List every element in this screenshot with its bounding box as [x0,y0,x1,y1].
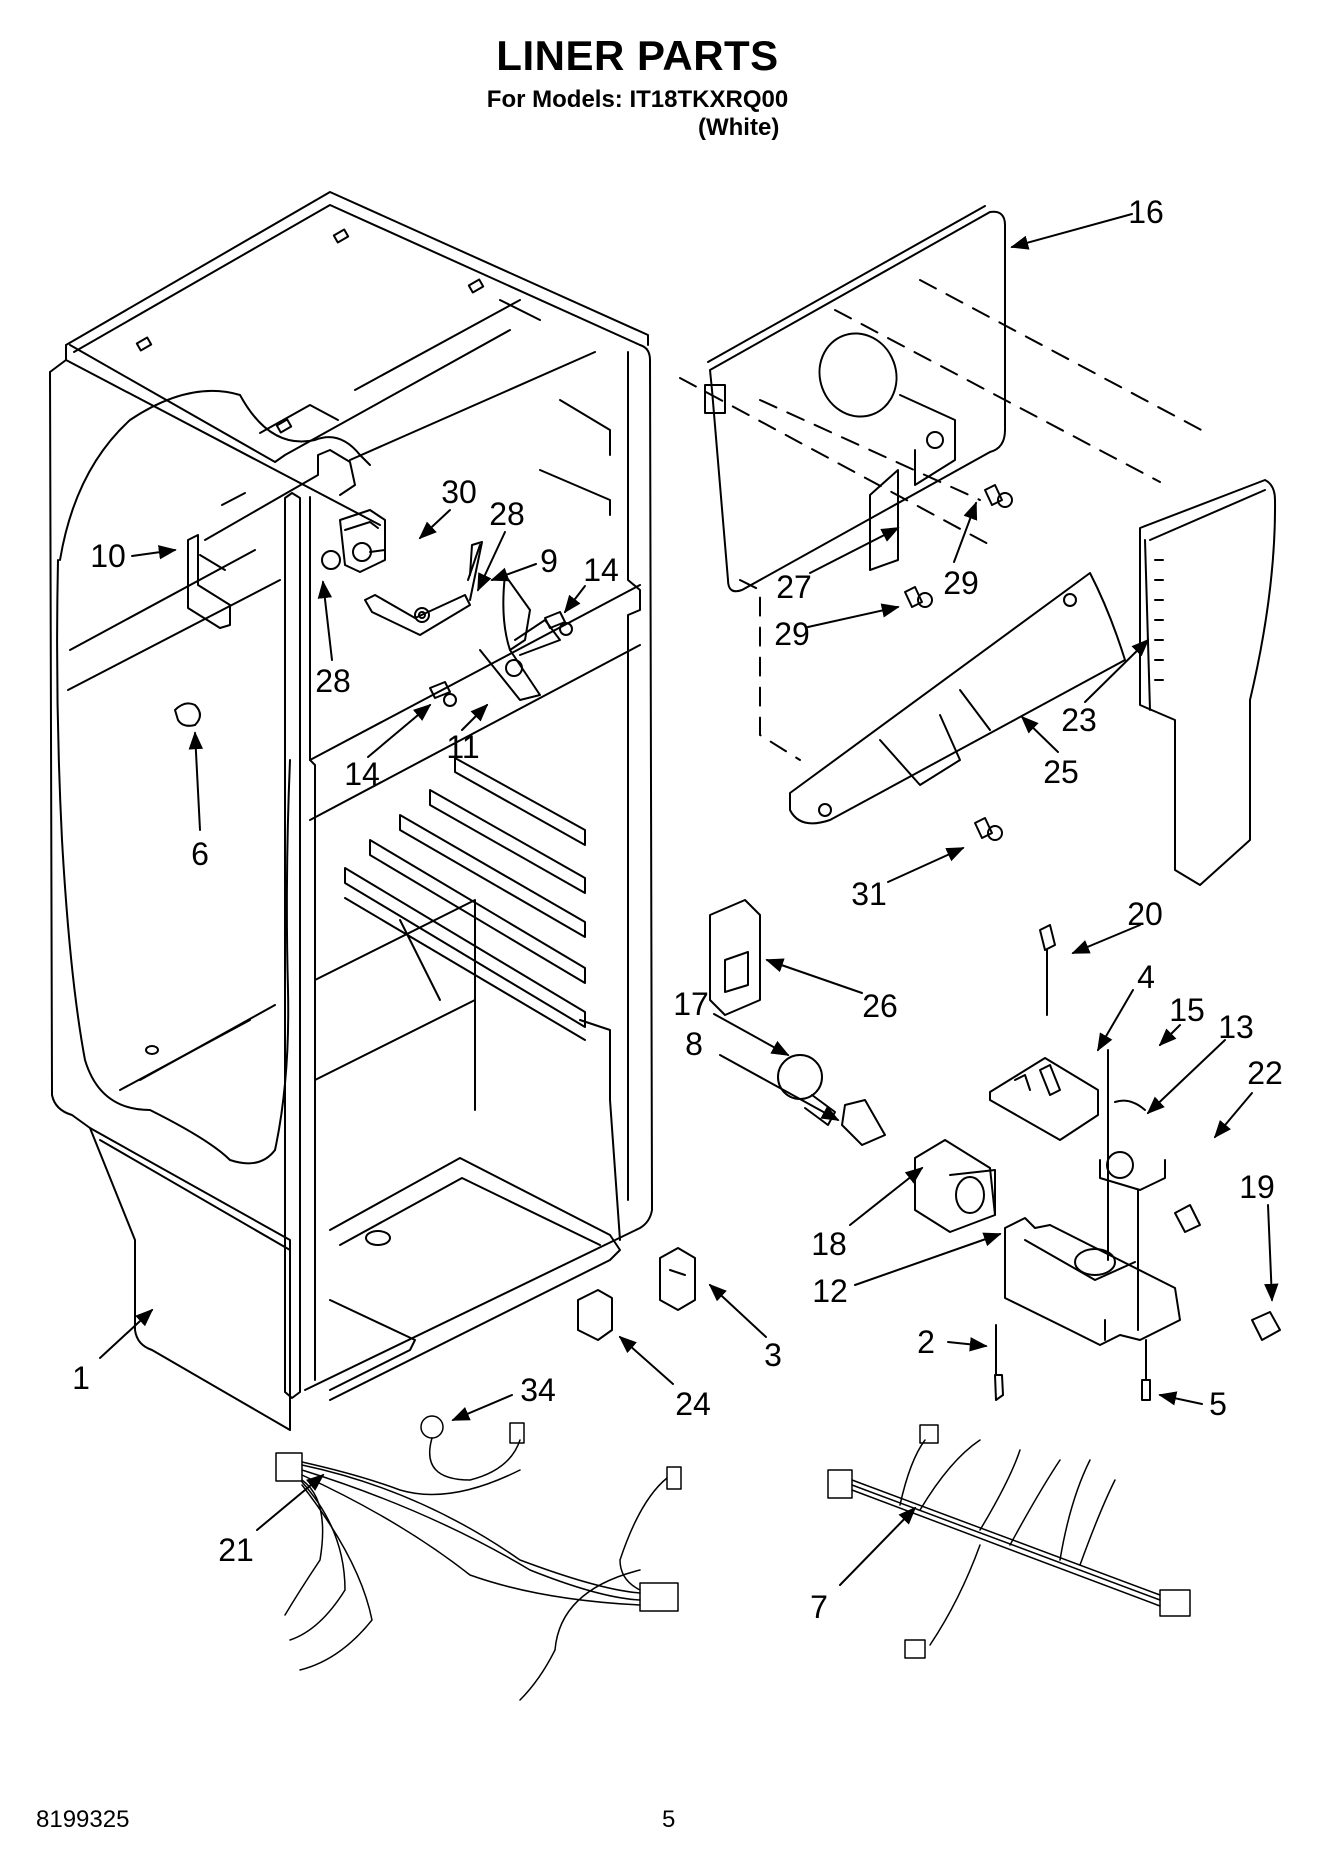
callout-24: 24 [675,1386,711,1422]
callout-4: 4 [1137,959,1155,995]
air-duct [1139,479,1277,886]
thermistor [1114,1099,1146,1111]
callout-25: 25 [1043,754,1079,790]
document-number: 8199325 [36,1806,130,1833]
damper-assembly [1251,1311,1281,1341]
callout-22: 22 [1247,1055,1283,1091]
screws-cover [904,484,1013,841]
relay-3 [659,1247,696,1311]
air-diffuser [789,572,1126,825]
callout-19: 19 [1239,1169,1275,1205]
callout-9: 9 [540,543,558,579]
callout-8: 8 [685,1026,703,1062]
callout-13: 13 [1218,1009,1254,1045]
callout-29-upper: 29 [943,565,979,601]
callout-15: 15 [1169,992,1205,1028]
callout-30: 30 [441,474,477,510]
callout-1: 1 [72,1360,90,1396]
callout-10: 10 [90,538,126,574]
light-shield [709,899,761,1016]
callout-2: 2 [917,1324,935,1360]
control-housing [1004,1217,1181,1346]
callout-12: 12 [812,1273,848,1309]
callout-6: 6 [191,836,209,872]
screws-fan [429,611,573,707]
leader-arrows [99,213,1279,1586]
page-title: LINER PARTS [496,32,779,79]
connector [1174,1204,1201,1233]
page-number: 5 [662,1806,676,1833]
evaporator-bracket [869,469,899,571]
callout-17: 17 [673,986,709,1022]
control-board [989,1057,1099,1141]
callout-18: 18 [811,1226,847,1262]
callout-31: 31 [851,876,887,912]
defrost-thermostat [1099,1151,1166,1191]
callout-20: 20 [1127,896,1163,932]
relay-24 [577,1289,613,1341]
small-screws [994,924,1151,1401]
callout-27: 27 [776,569,812,605]
callout-7: 7 [810,1589,828,1625]
callout-23: 23 [1061,702,1097,738]
fan-blade [479,574,561,701]
light-socket [841,1099,886,1146]
callout-28-lower: 28 [315,663,351,699]
models-label: For Models: IT18TKXRQ00 [486,86,789,113]
callout-21: 21 [218,1532,254,1568]
callout-16: 16 [1128,194,1164,230]
callout-26: 26 [862,988,898,1024]
light-housing [914,1139,996,1233]
shelf-rails [344,757,586,1041]
callout-14-upper: 14 [583,552,619,588]
wire-harness-21 [275,1415,682,1701]
callout-14-lower: 14 [344,756,380,792]
assembly-lines [679,279,1206,761]
fan-motor-bracket [187,449,483,636]
fan-motor [339,509,386,573]
callout-34: 34 [520,1372,556,1408]
callout-3: 3 [764,1337,782,1373]
color-variant: (White) [698,114,780,141]
evaporator-cover [704,205,1006,593]
callout-29-lower: 29 [774,616,810,652]
callout-5: 5 [1209,1386,1227,1422]
callout-11: 11 [446,729,480,765]
grommets [174,550,430,727]
callout-28-upper: 28 [489,496,525,532]
cabinet-liner [49,191,653,1431]
